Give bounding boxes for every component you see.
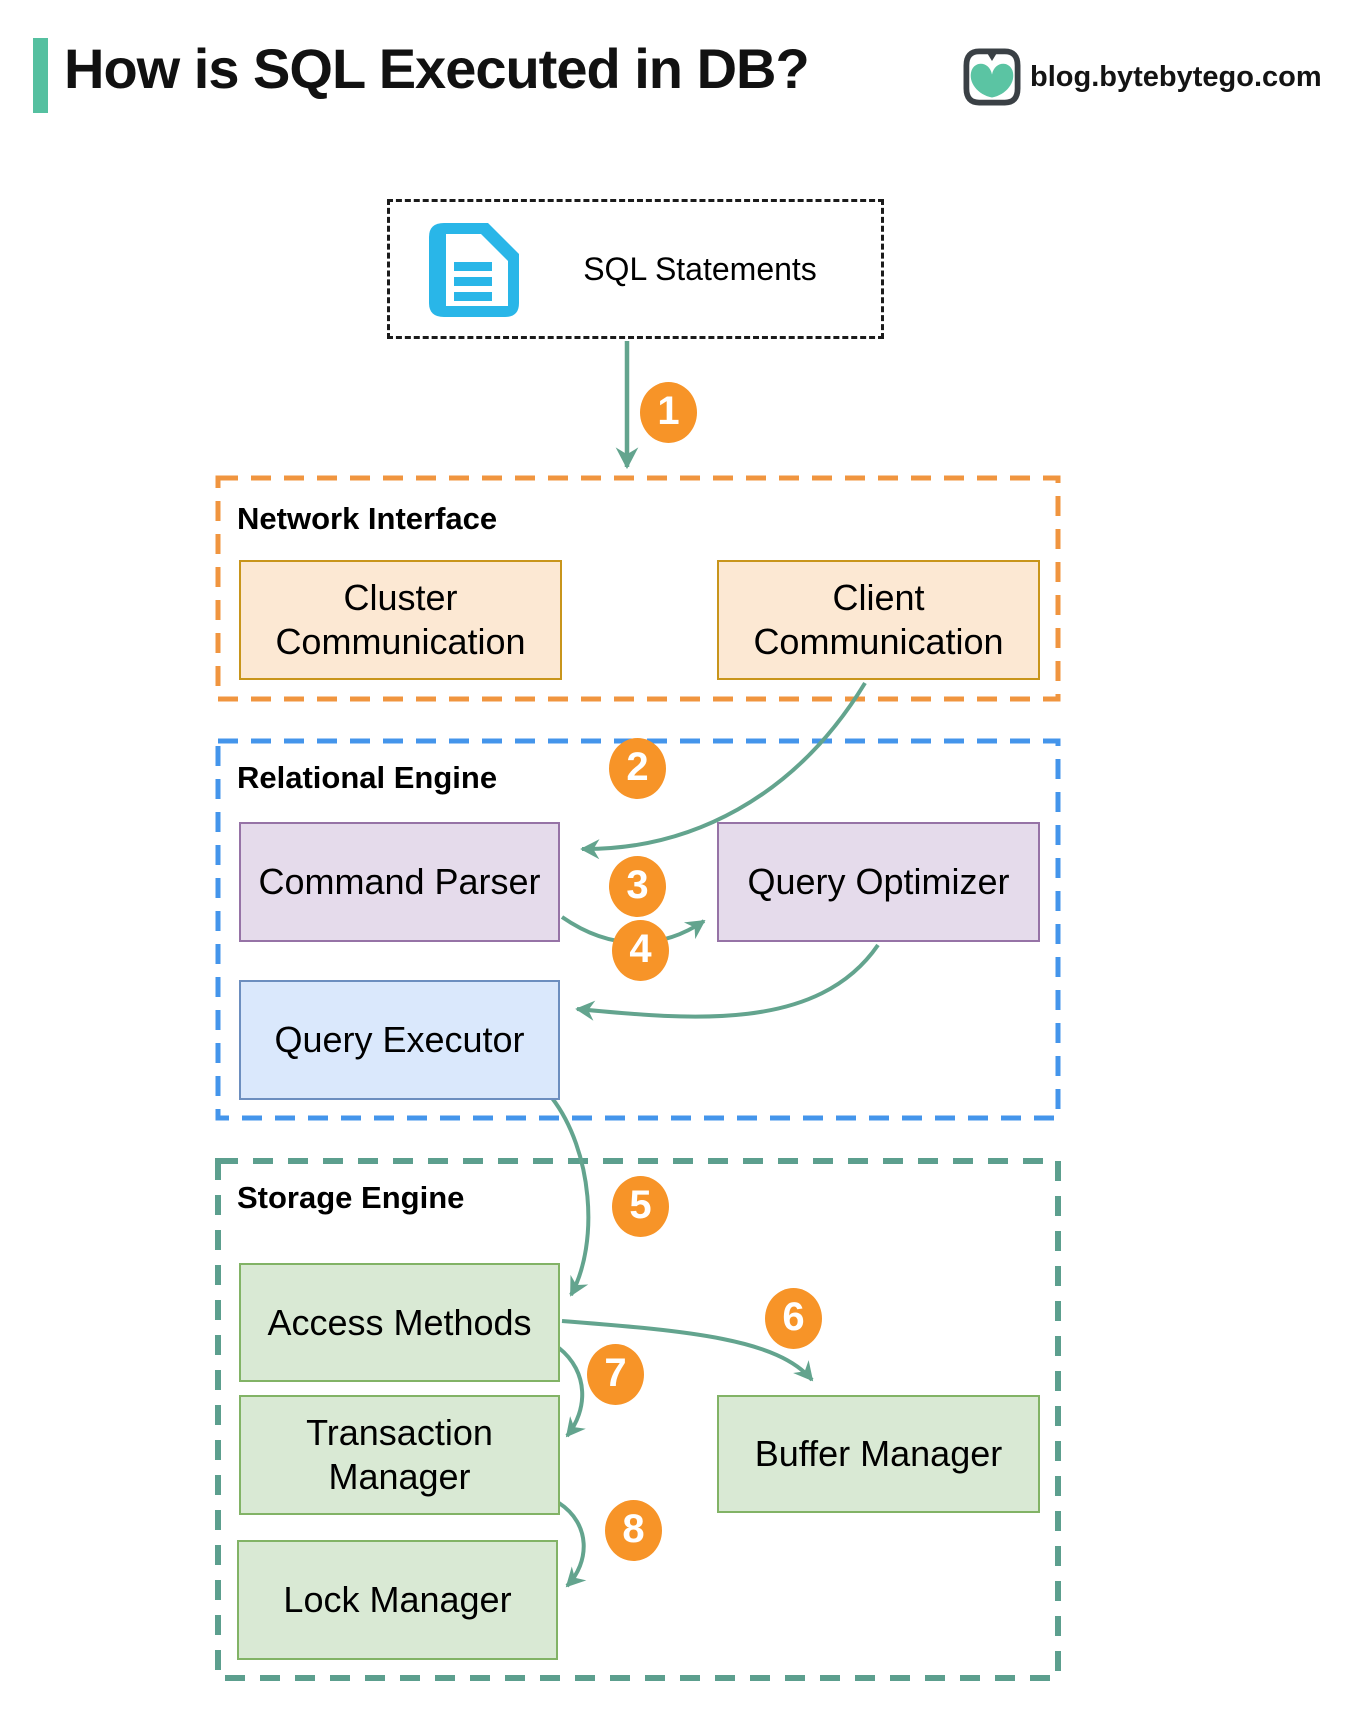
- node-query-optimizer: Query Optimizer: [717, 822, 1040, 942]
- arrow-7-access-to-transaction: [557, 1346, 586, 1438]
- node-cluster-communication: Cluster Communication: [239, 560, 562, 680]
- node-query-executor-label: Query Executor: [274, 1019, 525, 1061]
- node-command-parser: Command Parser: [239, 822, 560, 942]
- document-icon: [429, 223, 519, 317]
- title-accent-bar: [33, 38, 48, 113]
- node-lock-manager-label: Lock Manager: [283, 1579, 512, 1621]
- node-query-executor: Query Executor: [239, 980, 560, 1100]
- section-label-storage-engine: Storage Engine: [237, 1180, 465, 1215]
- node-query-optimizer-label: Query Optimizer: [747, 861, 1010, 903]
- step-badge-1: 1: [640, 382, 697, 443]
- brand-domain: blog.bytebytego.com: [1030, 60, 1322, 93]
- step-badge-5: 5: [612, 1176, 669, 1237]
- page-title: How is SQL Executed in DB?: [64, 37, 810, 100]
- node-buffer-manager-label: Buffer Manager: [754, 1433, 1003, 1475]
- step-badge-2: 2: [609, 738, 666, 799]
- node-access-methods: Access Methods: [239, 1263, 560, 1382]
- node-cluster-communication-label: Cluster Communication: [275, 577, 526, 662]
- step-badge-6: 6: [765, 1288, 822, 1349]
- sql-statements-label: SQL Statements: [583, 250, 817, 287]
- node-client-communication-label: Client Communication: [753, 577, 1004, 662]
- node-command-parser-label: Command Parser: [258, 861, 541, 903]
- step-badge-8: 8: [605, 1500, 662, 1561]
- step-badge-7: 7: [587, 1344, 644, 1405]
- arrow-8-transaction-to-lock: [557, 1501, 587, 1588]
- section-label-relational-engine: Relational Engine: [237, 760, 498, 795]
- bytebytego-logo-icon: [963, 48, 1021, 106]
- node-access-methods-label: Access Methods: [267, 1301, 532, 1343]
- node-buffer-manager: Buffer Manager: [717, 1395, 1040, 1513]
- node-transaction-manager-label: Transaction Manager: [306, 1412, 493, 1497]
- node-client-communication: Client Communication: [717, 560, 1040, 680]
- brand: blog.bytebytego.com: [960, 44, 1322, 110]
- node-lock-manager: Lock Manager: [237, 1540, 558, 1660]
- step-badge-4: 4: [612, 920, 669, 981]
- section-label-network-interface: Network Interface: [237, 501, 498, 536]
- step-badge-3: 3: [609, 856, 666, 917]
- sql-statements-box: [387, 199, 884, 339]
- node-transaction-manager: Transaction Manager: [239, 1395, 560, 1515]
